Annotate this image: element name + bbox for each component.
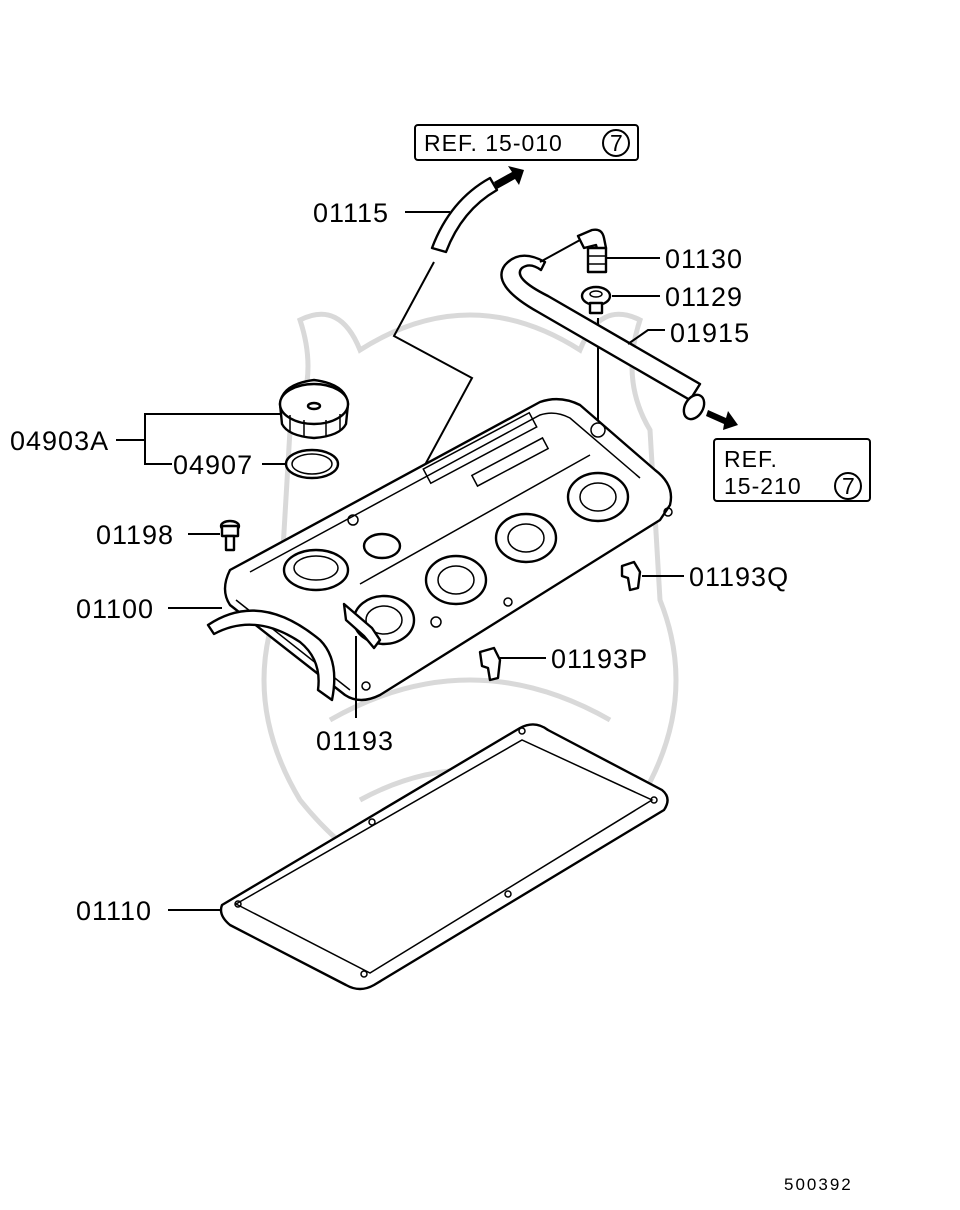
part-01193Q-clip[interactable] (620, 560, 642, 592)
part-01110-gasket[interactable] (219, 723, 669, 991)
label-01193P: 01193P (551, 644, 648, 674)
arrow-to-ref-2-icon (706, 410, 738, 430)
label-01130: 01130 (665, 244, 743, 274)
part-04907-seal-ring[interactable] (284, 448, 340, 480)
circled-number-icon (834, 472, 862, 500)
part-01130-pcv-valve[interactable] (576, 228, 608, 274)
label-01193Q: 01193Q (689, 562, 789, 592)
ref-box-15-210[interactable]: REF. 15-210 7 (713, 438, 871, 502)
label-01193: 01193 (316, 726, 394, 756)
label-04907: 04907 (173, 450, 253, 480)
circled-number-icon (602, 129, 630, 157)
ref-box-text-line2: 15-210 (724, 473, 802, 499)
ref-box-text-line1: REF. (724, 446, 778, 472)
circled-number: 7 (842, 473, 856, 499)
diagram-number: 500392 (784, 1175, 853, 1194)
label-01129: 01129 (665, 282, 743, 312)
part-01193-clip[interactable] (342, 602, 382, 650)
label-04903A: 04903A (10, 426, 109, 456)
part-01100-valve-cover[interactable] (206, 397, 673, 702)
label-01100: 01100 (76, 594, 154, 624)
arrow-to-ref-1-icon (494, 166, 524, 189)
label-01115: 01115 (313, 198, 389, 228)
leader-01915 (627, 329, 665, 345)
label-01198: 01198 (96, 520, 174, 550)
circled-number: 7 (610, 130, 624, 156)
part-01198-bolt[interactable] (219, 519, 241, 552)
part-01915-breather-hose[interactable] (500, 254, 708, 423)
part-01129-grommet[interactable] (580, 285, 612, 315)
label-01915: 01915 (670, 318, 750, 348)
ref-box-text: REF. 15-010 (424, 130, 563, 156)
part-01193P-clip[interactable] (478, 646, 502, 682)
ref-box-frame (713, 438, 871, 502)
part-04903A-oil-cap[interactable] (278, 378, 350, 440)
ref-box-15-010[interactable]: REF. 15-010 7 (414, 124, 639, 161)
label-01110: 01110 (76, 896, 152, 926)
ref-box-frame (414, 124, 639, 161)
part-01115-hose[interactable] (430, 176, 499, 254)
